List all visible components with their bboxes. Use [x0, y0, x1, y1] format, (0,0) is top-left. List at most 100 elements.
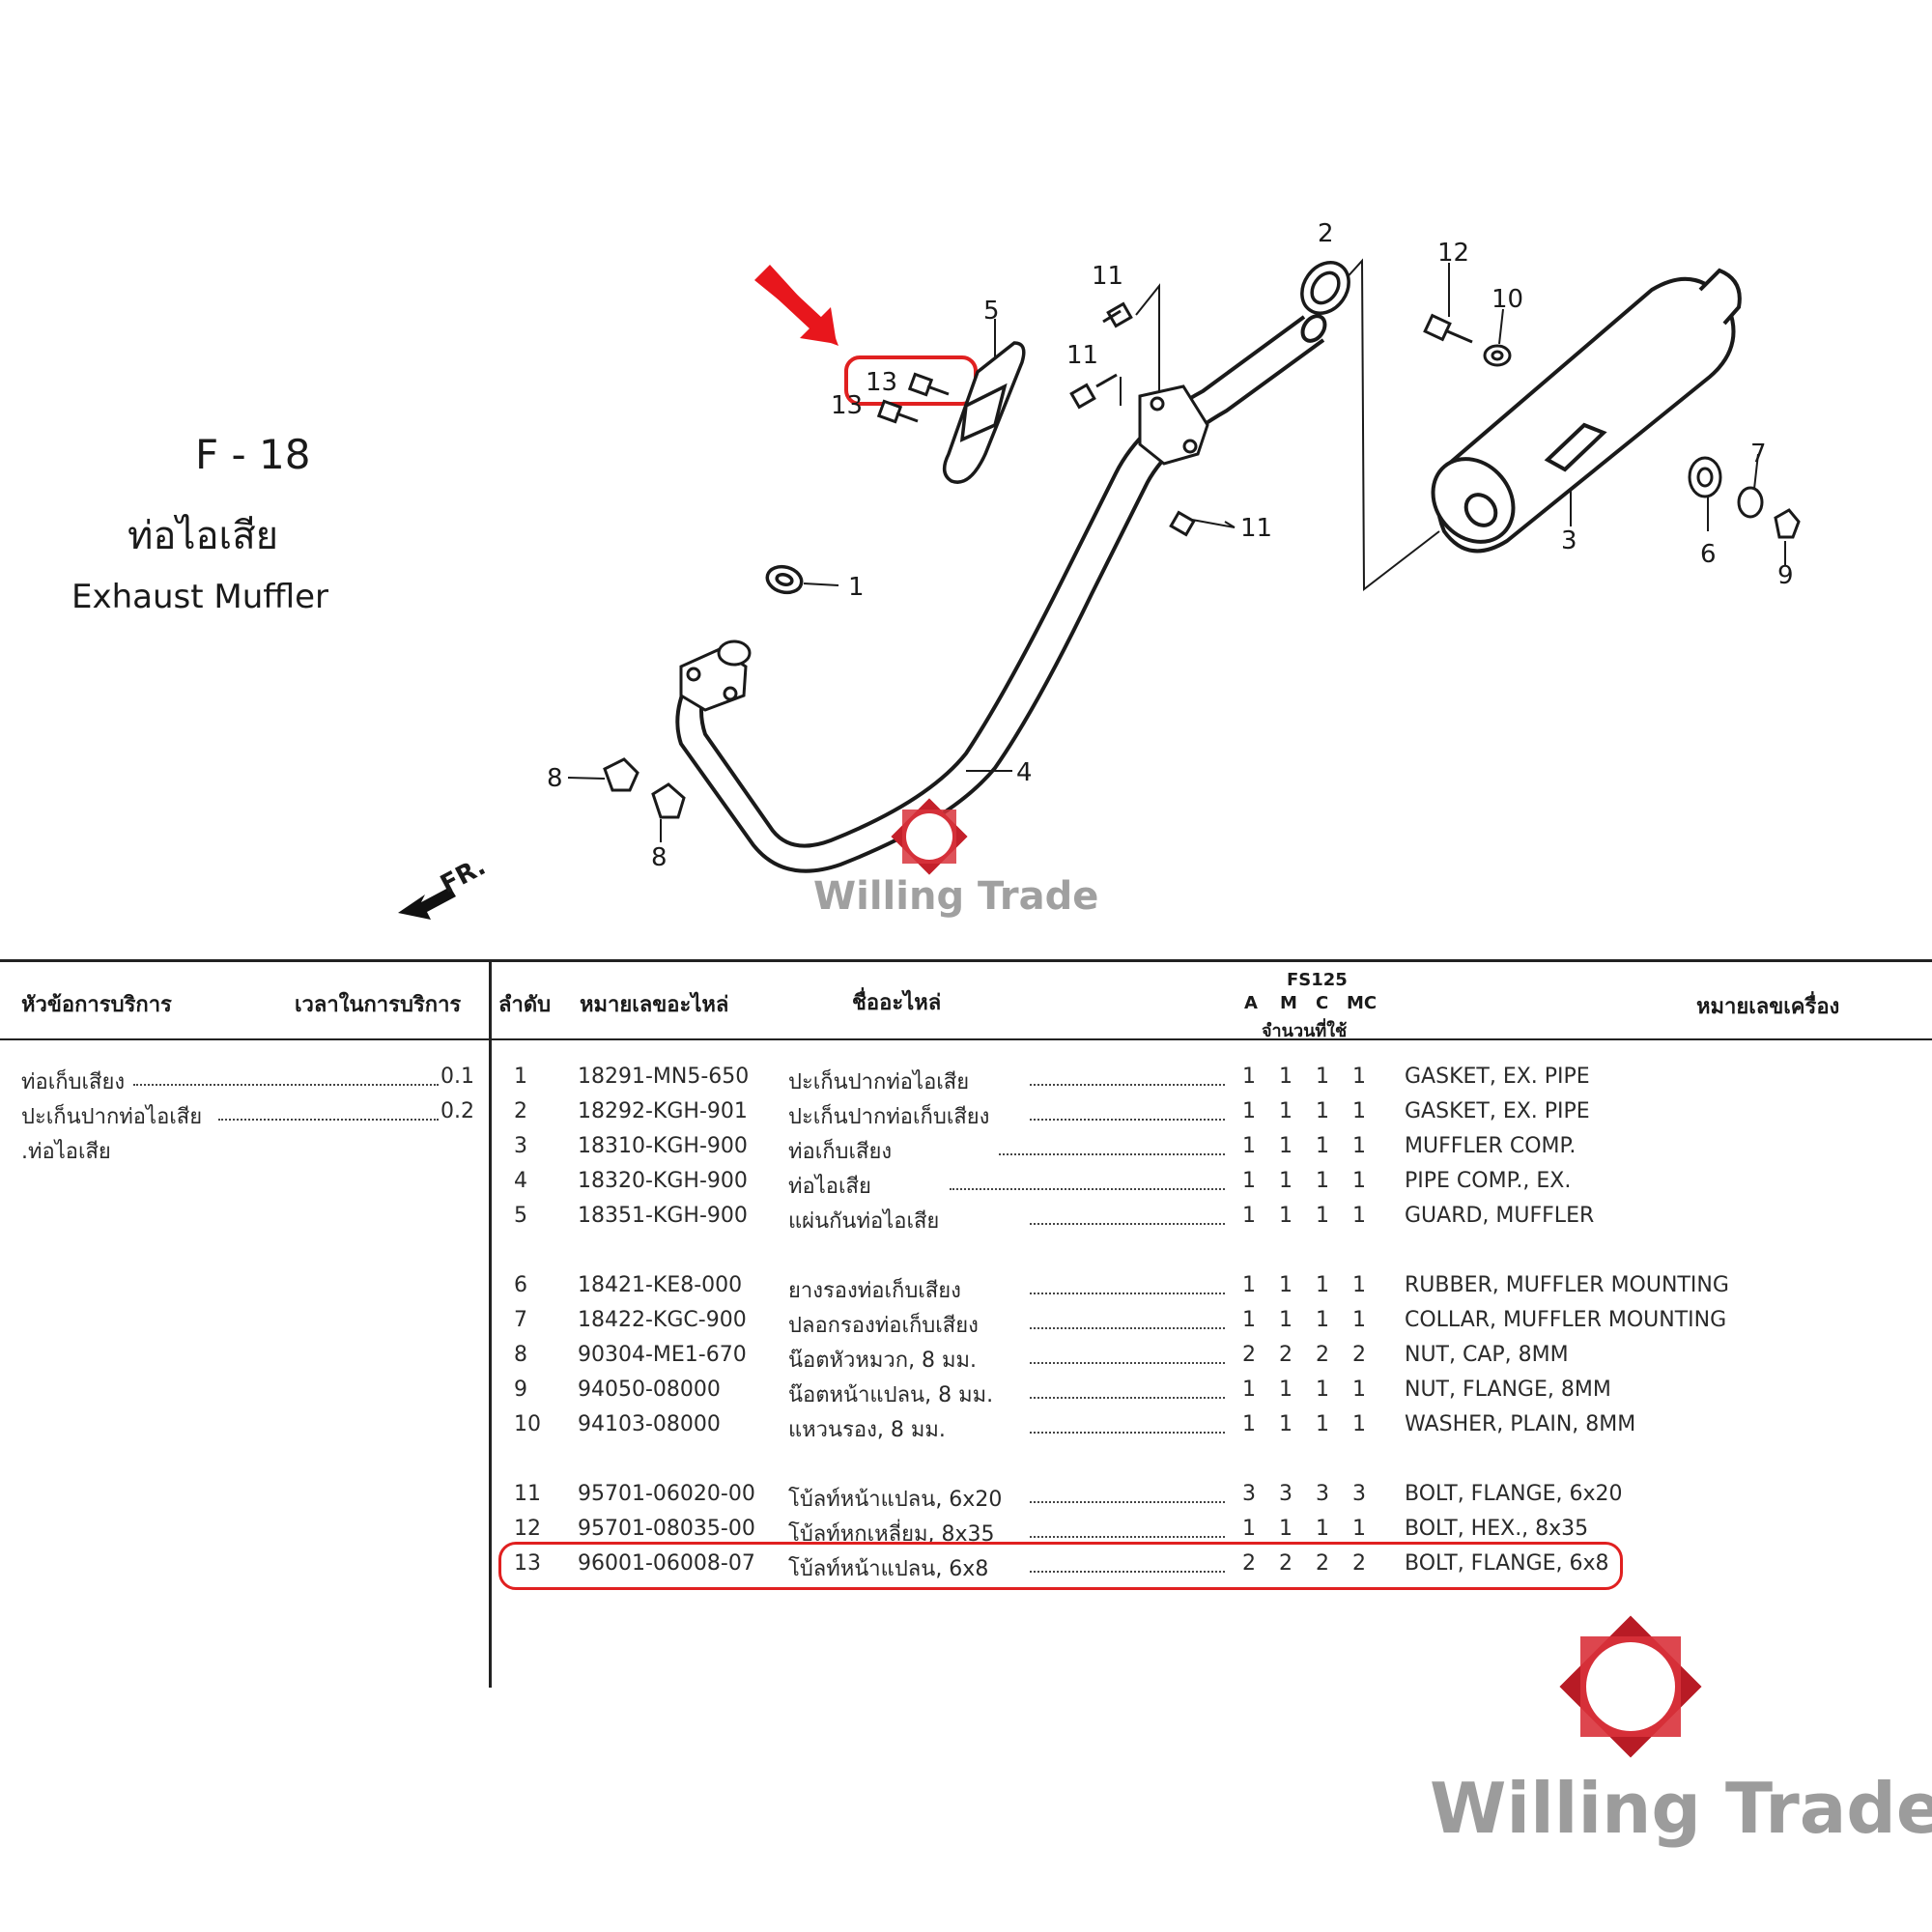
- row-qty: 2: [1242, 1551, 1256, 1576]
- row-leader-dots: [950, 1188, 1225, 1190]
- row-index: 7: [514, 1308, 527, 1332]
- row-qty: 1: [1242, 1273, 1256, 1297]
- bolt-11-mid: [1069, 373, 1118, 410]
- row-index: 13: [514, 1551, 541, 1576]
- row-index: 4: [514, 1169, 527, 1193]
- row-leader-dots: [1030, 1501, 1225, 1503]
- highlight-box-row-13: [498, 1542, 1623, 1590]
- col-variant-a: A: [1244, 993, 1258, 1013]
- front-direction-marker: FR.: [398, 852, 491, 920]
- col-model: FS125: [1287, 970, 1348, 990]
- row-qty: 1: [1316, 1204, 1329, 1228]
- col-service-topic: หัวข้อการบริการ: [21, 993, 172, 1017]
- row-qty: 2: [1316, 1343, 1329, 1367]
- callout-8-a: 8: [547, 764, 563, 793]
- row-index: 6: [514, 1273, 527, 1297]
- callout-9: 9: [1777, 561, 1794, 590]
- row-leader-dots: [1030, 1536, 1225, 1538]
- row-leader-dots: [999, 1153, 1225, 1155]
- row-part-name-th: ปลอกรองท่อเก็บเสียง: [788, 1314, 979, 1338]
- row-qty: 3: [1352, 1482, 1366, 1506]
- gasket-2: [1300, 261, 1350, 315]
- bolt-11-low: [1169, 510, 1236, 537]
- col-part-name: ชื่ออะไหล่: [852, 991, 942, 1015]
- row-leader-dots: [1030, 1119, 1225, 1121]
- cap-nut-8-b: [651, 782, 686, 842]
- head-flange: [679, 639, 752, 712]
- row-leader-dots: [1030, 1362, 1225, 1364]
- row-leader-dots: [1030, 1432, 1225, 1434]
- row-part-name-en: GASKET, EX. PIPE: [1405, 1065, 1590, 1089]
- row-qty: 1: [1352, 1378, 1366, 1402]
- row-part-name-th: ยางรองท่อเก็บเสียง: [788, 1279, 961, 1303]
- row-part-name-en: BOLT, FLANGE, 6x8: [1405, 1551, 1609, 1576]
- col-engine-number: หมายเลขเครื่อง: [1696, 995, 1840, 1019]
- row-qty: 1: [1352, 1273, 1366, 1297]
- row-qty: 1: [1352, 1412, 1366, 1436]
- row-leader-dots: [1030, 1327, 1225, 1329]
- callout-3: 3: [1561, 526, 1577, 555]
- row-qty: 2: [1279, 1551, 1293, 1576]
- reference-lines: [1120, 258, 1440, 592]
- row-qty: 1: [1352, 1099, 1366, 1123]
- washer-10: [1483, 308, 1512, 367]
- row-qty: 1: [1242, 1169, 1256, 1193]
- callout-13: 13: [831, 391, 863, 420]
- row-part-name-th: ท่อไอเสีย: [788, 1175, 871, 1199]
- row-index: 5: [514, 1204, 527, 1228]
- row-qty: 1: [1279, 1099, 1293, 1123]
- hex-bolt-12: [1423, 263, 1473, 344]
- rubber-6: [1688, 456, 1722, 531]
- callout-1: 1: [848, 573, 865, 602]
- row-qty: 1: [1279, 1517, 1293, 1541]
- row-qty: 2: [1316, 1551, 1329, 1576]
- row-qty: 1: [1316, 1517, 1329, 1541]
- row-part-name-en: NUT, FLANGE, 8MM: [1405, 1378, 1611, 1402]
- muffler-3: [1431, 268, 1742, 554]
- pipe-flange: [1138, 384, 1209, 466]
- row-qty: 1: [1242, 1412, 1256, 1436]
- row-qty: 3: [1242, 1482, 1256, 1506]
- col-variant-m: M: [1280, 993, 1297, 1013]
- bolt-13-lower: [876, 399, 919, 424]
- row-index: 3: [514, 1134, 527, 1158]
- row-leader-dots: [1030, 1293, 1225, 1294]
- exploded-parts-diagram: 13 13 5 11 11 11 2 12 10 7 3 6 9 1 4 8 8…: [398, 219, 1801, 920]
- row-qty: 2: [1352, 1343, 1366, 1367]
- callout-7: 7: [1750, 440, 1767, 469]
- row-part-number: 18310-KGH-900: [578, 1134, 748, 1158]
- row-qty: 1: [1279, 1204, 1293, 1228]
- collar-7: [1737, 453, 1764, 519]
- row-qty: 1: [1316, 1134, 1329, 1158]
- row-part-name-th: ปะเก็นปากท่อเก็บเสียง: [788, 1105, 990, 1129]
- row-part-name-th: ท่อเก็บเสียง: [788, 1140, 893, 1164]
- row-qty: 1: [1316, 1169, 1329, 1193]
- row-leader-dots: [1030, 1571, 1225, 1573]
- service-leader-dots: [218, 1119, 439, 1121]
- row-part-number: 95701-08035-00: [578, 1517, 755, 1541]
- row-qty: 1: [1242, 1204, 1256, 1228]
- row-qty: 1: [1316, 1412, 1329, 1436]
- row-part-name-th: โบ้ลท์หน้าแปลน, 6x8: [788, 1557, 989, 1581]
- row-qty: 1: [1279, 1134, 1293, 1158]
- row-qty: 1: [1316, 1378, 1329, 1402]
- title-thai: ท่อไอเสีย: [128, 514, 279, 558]
- callout-11-top: 11: [1092, 262, 1123, 291]
- row-qty: 1: [1316, 1308, 1329, 1332]
- col-variant-c: C: [1316, 993, 1329, 1013]
- callout-5: 5: [983, 297, 1000, 326]
- row-qty: 3: [1316, 1482, 1329, 1506]
- row-part-name-th: แหวนรอง, 8 มม.: [788, 1418, 946, 1442]
- row-part-number: 90304-ME1-670: [578, 1343, 747, 1367]
- row-index: 1: [514, 1065, 527, 1089]
- row-index: 8: [514, 1343, 527, 1367]
- row-qty: 2: [1279, 1343, 1293, 1367]
- row-qty: 1: [1242, 1134, 1256, 1158]
- table-divider: [489, 959, 492, 1688]
- row-leader-dots: [1030, 1397, 1225, 1399]
- service-time: 0.1: [440, 1065, 474, 1089]
- col-service-time: เวลาในการบริการ: [295, 993, 462, 1017]
- row-leader-dots: [1030, 1223, 1225, 1225]
- bolt-11-top: [1102, 301, 1133, 328]
- bolt-13-upper: [907, 372, 950, 397]
